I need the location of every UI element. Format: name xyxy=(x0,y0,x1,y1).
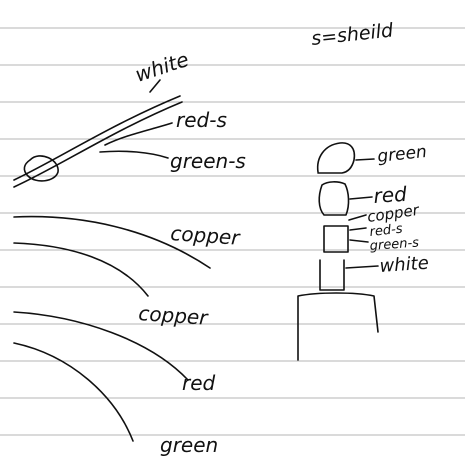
left-cable xyxy=(13,79,183,188)
label-wire-green: green xyxy=(160,433,218,457)
connector-stack xyxy=(297,142,379,361)
leader-conn-red-s xyxy=(349,227,367,231)
label-wire-red: red xyxy=(182,371,216,395)
leader-conn-green-s xyxy=(349,239,369,243)
connector-red-body xyxy=(318,181,350,216)
label-left-red-s: red-s xyxy=(176,108,227,132)
connector-base xyxy=(297,292,379,361)
wire-green xyxy=(13,342,134,442)
leader-green-s xyxy=(99,150,169,159)
label-wire-copper-2: copper xyxy=(138,301,210,330)
label-left-green-s: green-s xyxy=(170,149,246,173)
ruled-lines xyxy=(0,27,465,436)
leader-white xyxy=(149,79,161,93)
label-conn-red-s: red-s xyxy=(369,222,404,240)
label-conn-white: white xyxy=(379,253,430,277)
leader-conn-green xyxy=(355,158,375,161)
connector-shield-band xyxy=(323,225,349,253)
cable-jacket-edge-upper xyxy=(13,95,181,181)
label-wire-copper-1: copper xyxy=(170,221,242,250)
leader-conn-white xyxy=(345,265,379,269)
label-conn-red: red xyxy=(373,182,408,208)
leader-conn-copper xyxy=(348,214,367,221)
loose-wires xyxy=(13,215,211,442)
label-conn-green-s: green-s xyxy=(369,236,419,254)
wire-copper-2 xyxy=(13,242,149,297)
cable-end-ellipse xyxy=(23,155,59,182)
connector-green-cap xyxy=(316,142,356,174)
connector-white-sleeve xyxy=(319,259,345,291)
wire-copper-1 xyxy=(13,215,211,269)
leader-conn-red xyxy=(349,196,373,200)
wire-red xyxy=(13,311,189,381)
leader-red-s xyxy=(104,122,173,146)
